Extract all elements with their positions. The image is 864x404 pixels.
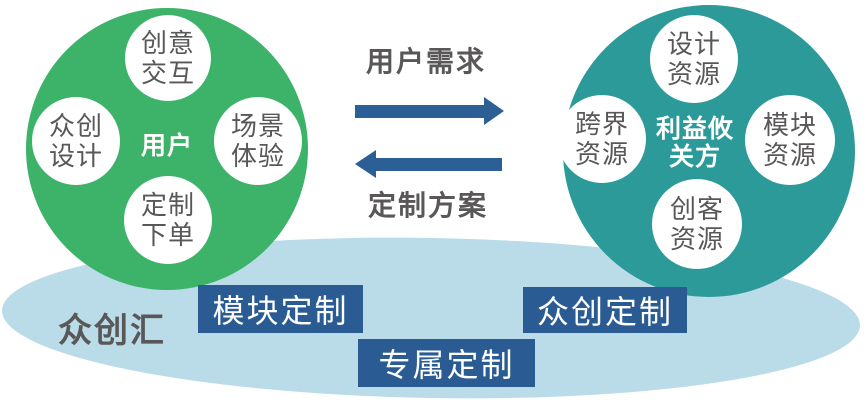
stakeholder-satellite-crossover-resources: 跨界 资源 bbox=[558, 95, 646, 183]
crowd-customization-box: 众创定制 bbox=[523, 287, 687, 333]
user-demand-arrow-shaft bbox=[355, 105, 484, 118]
module-customization-box: 模块定制 bbox=[198, 285, 363, 333]
user-satellite-crowd-design: 众创 设计 bbox=[32, 97, 120, 185]
stakeholder-satellite-module-resources: 模块 资源 bbox=[745, 95, 835, 185]
user-satellite-custom-order: 定制 下单 bbox=[124, 176, 212, 264]
platform-name-label: 众创汇 bbox=[58, 312, 166, 350]
user-demand-arrow-head bbox=[484, 97, 504, 125]
user-circle-center-label: 用户 bbox=[140, 132, 193, 160]
stakeholder-satellite-design-resources: 设计 资源 bbox=[650, 15, 738, 103]
user-demand-label: 用户需求 bbox=[365, 46, 486, 77]
stakeholder-circle: 利益攸 关方 设计 资源 跨界 资源 模块 资源 创客 资源 bbox=[558, 5, 855, 297]
user-circle: 用户 创意 交互 众创 设计 场景 体验 定制 下单 bbox=[26, 8, 308, 290]
user-satellite-scene-experience: 场景 体验 bbox=[214, 97, 302, 185]
custom-plan-arrow-shaft bbox=[375, 158, 502, 171]
stakeholder-satellite-maker-resources: 创客 资源 bbox=[652, 179, 742, 269]
exclusive-customization-box: 专属定制 bbox=[358, 339, 535, 387]
custom-plan-arrow-head bbox=[355, 150, 376, 178]
stakeholder-circle-center-label: 利益攸 关方 bbox=[655, 115, 734, 171]
user-satellite-creative-interaction: 创意 交互 bbox=[125, 15, 211, 101]
custom-plan-label: 定制方案 bbox=[367, 190, 488, 221]
